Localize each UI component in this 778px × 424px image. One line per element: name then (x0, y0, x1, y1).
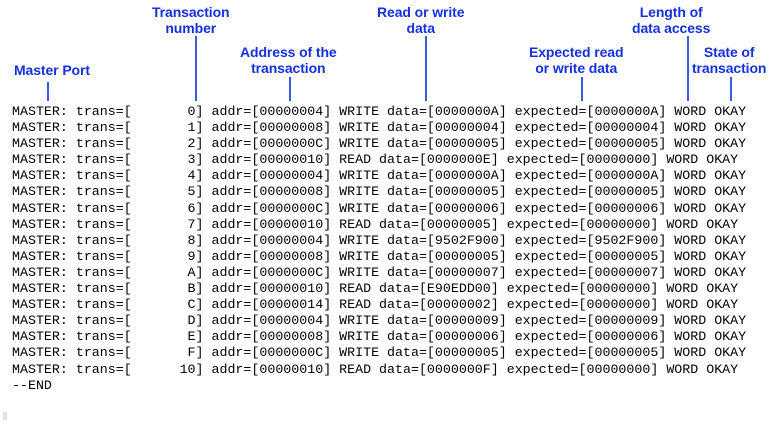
callout-line: number (165, 20, 217, 36)
callout-label-master-port: Master Port (14, 62, 90, 78)
callout-line: data access (632, 20, 711, 36)
callout-line: Transaction (152, 4, 230, 20)
log-line: MASTER: trans=[ F] addr=[0000000C] WRITE… (12, 345, 747, 361)
log-line: MASTER: trans=[ 2] addr=[0000000C] WRITE… (12, 136, 747, 152)
log-line: MASTER: trans=[ C] addr=[00000014] READ … (12, 297, 739, 313)
log-line: MASTER: trans=[ 6] addr=[0000000C] WRITE… (12, 200, 747, 216)
log-line: MASTER: trans=[ B] addr=[00000010] READ … (12, 281, 739, 297)
log-line: MASTER: trans=[ 8] addr=[00000004] WRITE… (12, 232, 747, 248)
log-line: MASTER: trans=[ 3] addr=[00000010] READ … (12, 152, 739, 168)
callout-line: transaction (692, 60, 767, 76)
leader-line-transaction-number (195, 36, 197, 101)
callout-line: State of (703, 44, 755, 60)
leader-line-read-write-data (425, 36, 427, 101)
leader-line-state (730, 77, 732, 101)
log-line: MASTER: trans=[ 0] addr=[00000004] WRITE… (12, 104, 747, 119)
log-end-marker: --END (12, 377, 52, 393)
callout-line: Length of (639, 4, 703, 20)
leader-line-expected-data (581, 77, 583, 101)
callout-line: Address of the (240, 44, 337, 60)
log-line: MASTER: trans=[ 10] addr=[00000010] READ… (12, 361, 739, 377)
callout-line: Master Port (14, 62, 90, 78)
leader-line-address (289, 77, 291, 101)
callout-line: or write data (535, 60, 618, 76)
log-line: MASTER: trans=[ 9] addr=[00000008] WRITE… (12, 248, 747, 264)
callout-line: Expected read (529, 44, 624, 60)
transaction-log-console: MASTER: trans=[ 0] addr=[00000004] WRITE… (0, 104, 778, 394)
page-edge-artifact (3, 412, 7, 420)
log-line: MASTER: trans=[ D] addr=[00000004] WRITE… (12, 313, 747, 329)
callout-line: data (406, 20, 435, 36)
leader-line-master-port (47, 82, 49, 101)
log-line: MASTER: trans=[ 4] addr=[00000004] WRITE… (12, 168, 747, 184)
log-line: MASTER: trans=[ 7] addr=[00000010] READ … (12, 216, 739, 232)
callout-line: transaction (251, 60, 326, 76)
log-line: MASTER: trans=[ 5] addr=[00000008] WRITE… (12, 184, 747, 200)
log-line: MASTER: trans=[ 1] addr=[00000008] WRITE… (12, 120, 747, 136)
log-line: MASTER: trans=[ E] addr=[00000008] WRITE… (12, 329, 747, 345)
callout-line: Read or write (377, 4, 465, 20)
log-line: MASTER: trans=[ A] addr=[0000000C] WRITE… (12, 264, 747, 280)
leader-line-length (687, 36, 689, 101)
